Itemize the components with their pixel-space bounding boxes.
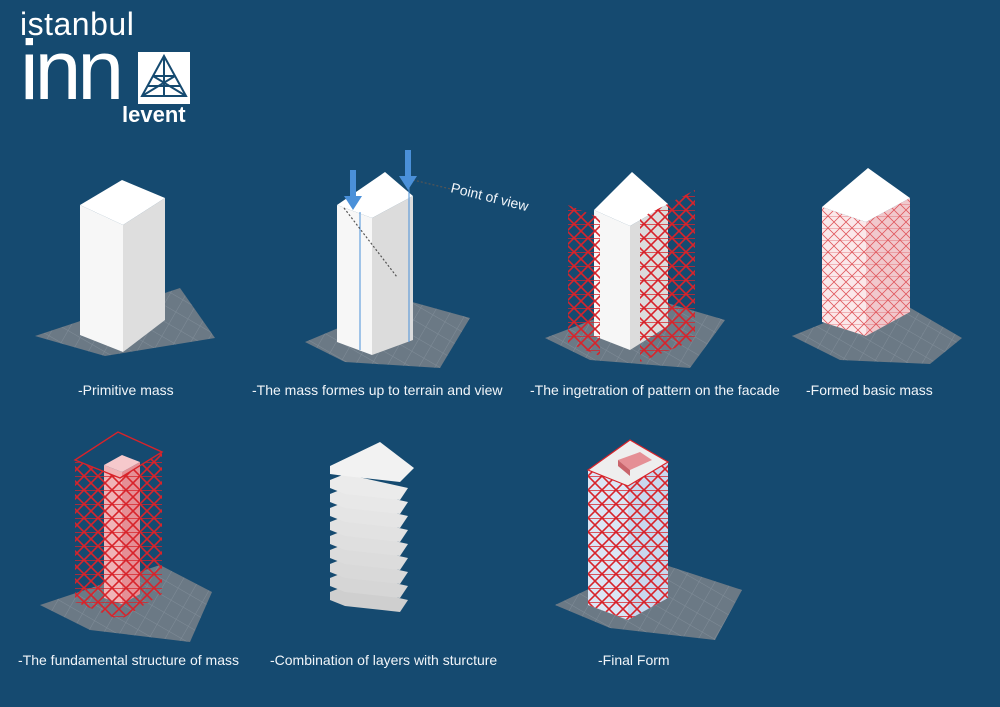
logo-district-text: levent [122, 102, 186, 127]
view-arrow-icon [344, 170, 362, 210]
step-caption-primitive-mass: -Primitive mass [78, 382, 174, 398]
logo-geometric-mark-icon [138, 52, 190, 104]
view-arrow-icon [399, 150, 417, 190]
point-of-view-label: Point of view [449, 179, 531, 214]
step-caption-terrain-view: -The mass formes up to terrain and view [252, 382, 503, 398]
step-primitive-mass-diagram [35, 180, 215, 356]
step-basic-mass-diagram [792, 168, 962, 364]
step-caption-final-form: -Final Form [598, 652, 670, 668]
step-final-form-diagram [555, 439, 742, 640]
step-layers-diagram [330, 442, 414, 612]
step-caption-basic-mass: -Formed basic mass [806, 382, 933, 398]
logo-inn-text: inn [20, 23, 124, 117]
step-terrain-view-diagram: Point of view [305, 150, 531, 368]
step-facade-pattern-diagram [545, 172, 725, 368]
step-caption-layers: -Combination of layers with sturcture [270, 652, 498, 668]
istanbul-inn-levent-logo: istanbul inn levent [18, 6, 208, 136]
step-fundamental-structure-diagram [40, 431, 212, 642]
logo-city-text: istanbul [20, 6, 135, 42]
step-caption-facade-pattern: -The ingetration of pattern on the facad… [530, 382, 780, 398]
step-caption-fundamental-structure: -The fundamental structure of mass [18, 652, 239, 668]
